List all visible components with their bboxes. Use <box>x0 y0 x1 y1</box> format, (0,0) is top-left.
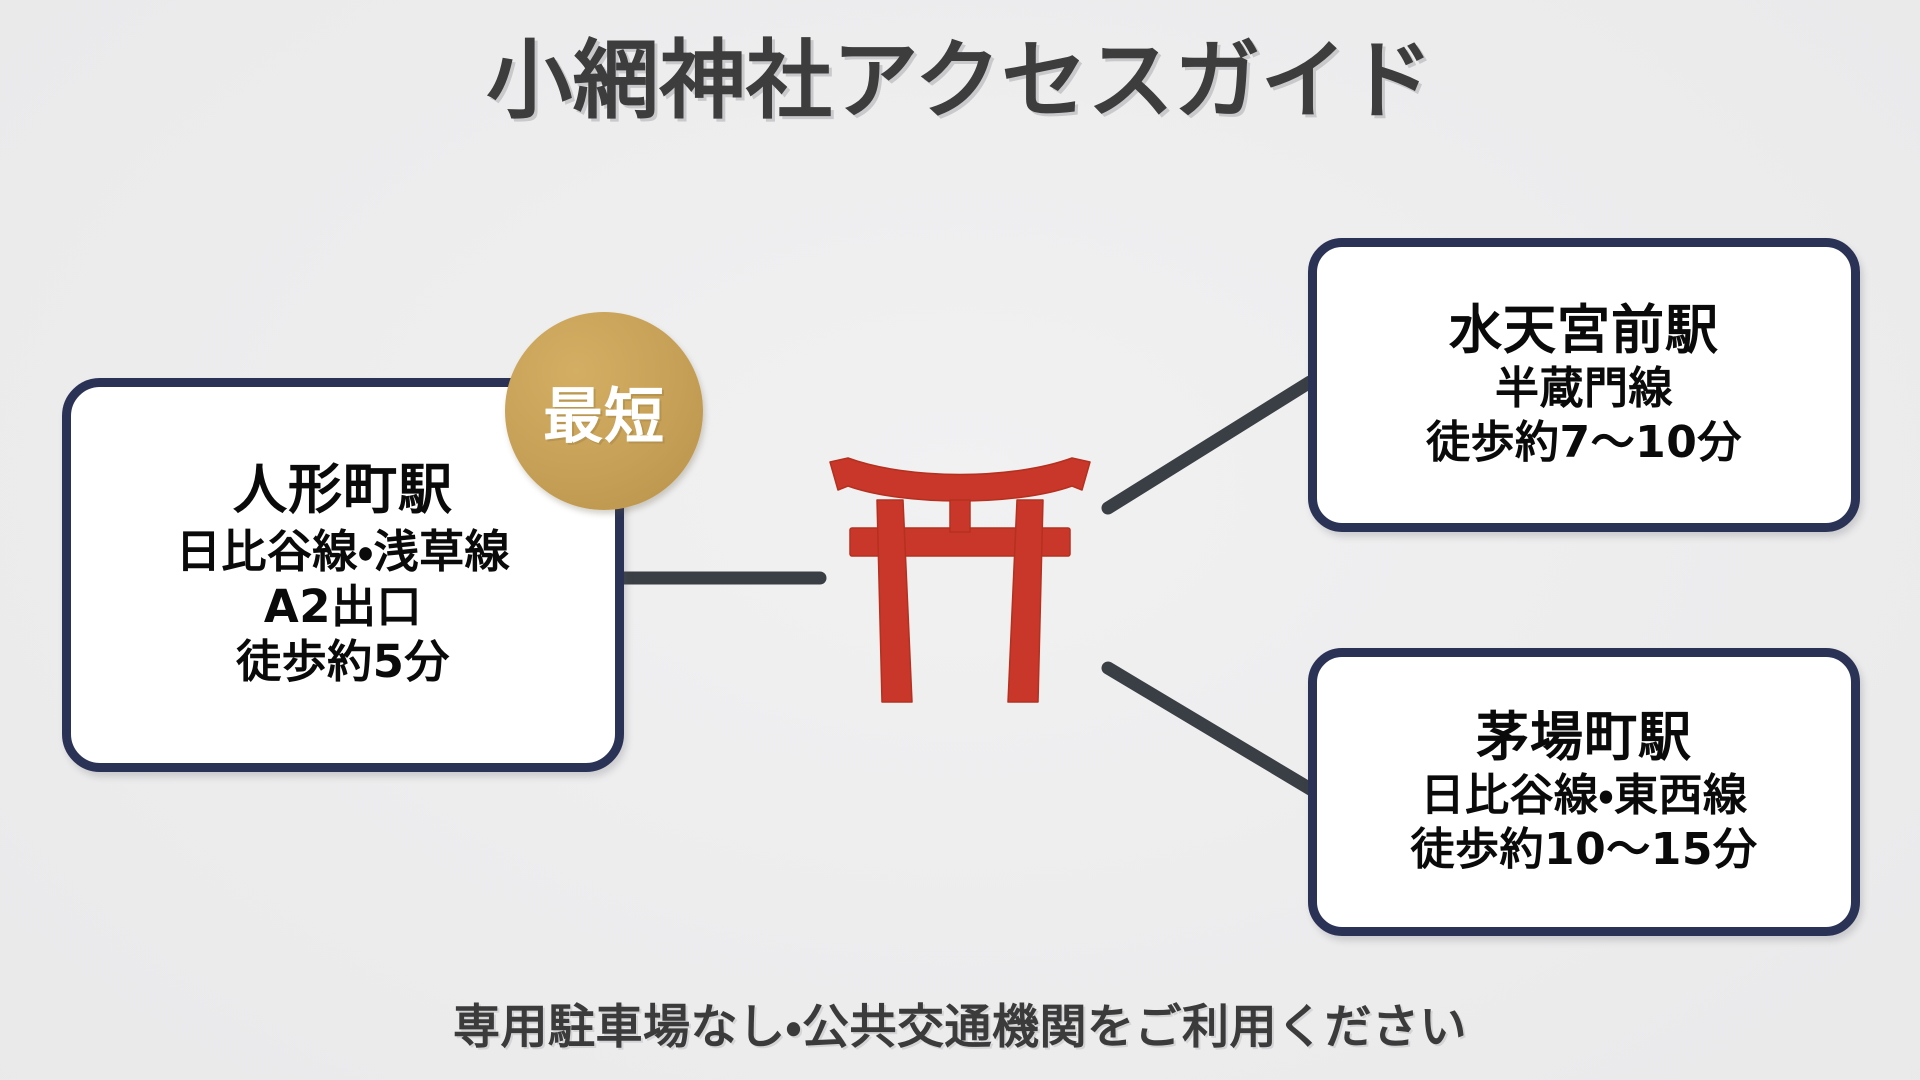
torii-gate-icon <box>829 457 1091 703</box>
station-lines: 日比谷線・浅草線 <box>175 524 511 578</box>
station-walk-time: 徒歩約7〜10分 <box>1426 416 1742 468</box>
station-lines: 半蔵門線 <box>1495 363 1673 414</box>
station-walk-time: 徒歩約10〜15分 <box>1410 823 1758 875</box>
connector-shrine-to-suitengumae <box>1101 375 1317 515</box>
station-exit: A2出口 <box>263 579 423 633</box>
footer-note: 専用駐車場なし・公共交通機関をご利用ください <box>453 1000 1467 1055</box>
station-name: 水天宮前駅 <box>1449 299 1719 361</box>
station-card-kayabacho[interactable]: 茅場町駅 日比谷線・東西線 徒歩約10〜15分 <box>1308 648 1860 936</box>
station-card-ningyocho[interactable]: 人形町駅 日比谷線・浅草線 A2出口 徒歩約5分 <box>62 378 624 772</box>
connector-shrine-to-kayabacho <box>1101 661 1319 797</box>
station-walk-time: 徒歩約5分 <box>236 634 450 688</box>
page-title: 小網神社アクセスガイド <box>486 31 1434 131</box>
station-lines: 日比谷線・東西線 <box>1420 770 1748 821</box>
station-card-suitengumae[interactable]: 水天宮前駅 半蔵門線 徒歩約7〜10分 <box>1308 238 1860 532</box>
shortest-route-badge: 最短 <box>505 312 703 510</box>
station-name: 茅場町駅 <box>1476 706 1692 768</box>
station-name: 人形町駅 <box>233 458 453 522</box>
